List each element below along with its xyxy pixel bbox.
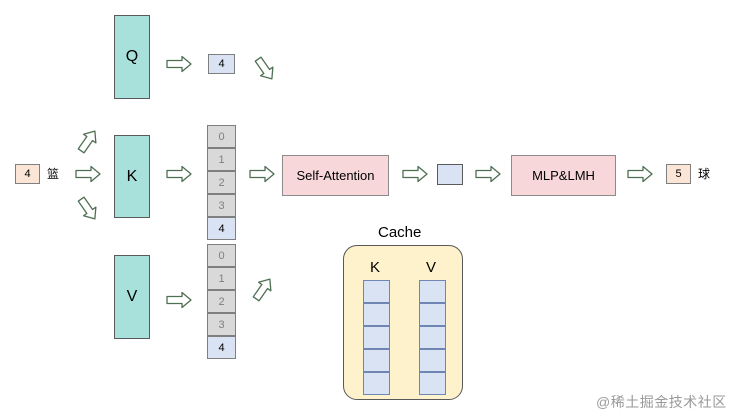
q-output-value: 4 [218,58,225,70]
cache-v-cell [419,303,446,326]
v-projection-block: V [114,255,150,339]
watermark-text: @稀土掘金技术社区 [596,394,727,410]
v-cell: 3 [207,313,236,336]
v-label: V [126,288,138,305]
q-output-cell: 4 [208,54,235,74]
attention-output-vector [437,164,463,185]
k-cell: 0 [207,125,236,148]
q-projection-block: Q [114,15,150,99]
v-cell-new: 4 [207,336,236,359]
cache-v-cell [419,349,446,372]
arrow-v-to-stack [166,291,192,309]
cache-v-cell [419,280,446,303]
v-vector-stack: 0 1 2 3 4 [207,244,236,359]
arrow-attention-to-vector [402,165,428,183]
input-char: 篮 [47,167,60,181]
output-token-id: 5 [675,168,682,180]
arrow-k-to-stack [166,165,192,183]
q-label: Q [125,48,139,65]
k-label: K [126,167,138,185]
cache-k-label: K [370,259,381,276]
arrow-vector-to-mlp [475,165,501,183]
arrow-mlp-to-output [627,165,653,183]
k-projection-block: K [114,135,150,218]
cache-k-cell [363,349,390,372]
output-char: 球 [698,167,711,181]
cache-v-label: V [426,259,437,276]
arrow-input-to-k [75,165,101,183]
k-cell-new: 4 [207,217,236,240]
cache-k-cell [363,280,390,303]
cache-title: Cache [378,224,422,241]
cache-v-cell [419,372,446,395]
self-attention-block: Self-Attention [282,155,389,196]
cache-k-cell [363,303,390,326]
cache-k-cell [363,326,390,349]
arrow-v-to-attention [249,274,277,304]
k-vector-stack: 0 1 2 3 4 [207,125,236,240]
k-cell: 3 [207,194,236,217]
self-attention-label: Self-Attention [296,168,375,183]
v-cell: 2 [207,290,236,313]
arrow-input-to-q [74,126,102,156]
cache-v-cell [419,326,446,349]
arrow-input-to-v [74,194,102,224]
input-token-id: 4 [24,168,31,180]
output-token-box: 5 [666,164,691,184]
arrow-q-to-attention [251,54,279,84]
cache-k-cell [363,372,390,395]
cache-k-stack [363,280,390,395]
k-cell: 1 [207,148,236,171]
input-token-box: 4 [15,164,40,184]
k-cell: 2 [207,171,236,194]
mlp-lmh-block: MLP&LMH [511,155,616,196]
cache-v-stack [419,280,446,395]
arrow-k-to-attention [249,165,275,183]
cache-container: K V [343,245,463,400]
v-cell: 1 [207,267,236,290]
v-cell: 0 [207,244,236,267]
arrow-q-to-output [166,55,192,73]
mlp-lmh-label: MLP&LMH [532,168,595,183]
